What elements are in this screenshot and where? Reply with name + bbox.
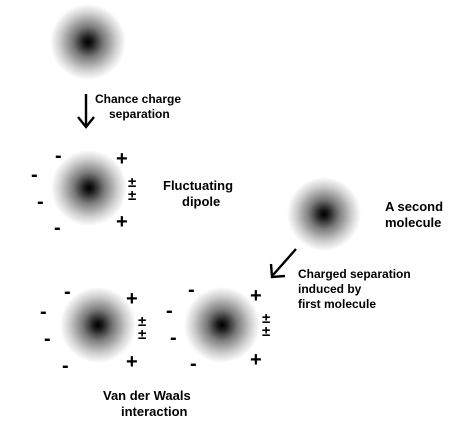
plus-minus-charge: ± (262, 310, 270, 327)
induced-label-line1: Charged separation (298, 267, 411, 281)
vdw-label-line2: interaction (121, 404, 188, 419)
negative-charge: - (31, 164, 38, 186)
plus-minus-charge: ± (138, 326, 146, 343)
second-label-line1: A second (385, 199, 443, 214)
negative-charge: - (64, 281, 71, 303)
plus-minus-charge: ± (262, 323, 270, 340)
arrow-chance-separation (77, 94, 95, 129)
negative-charge: - (62, 355, 69, 377)
negative-charge: - (40, 301, 47, 323)
positive-charge: + (250, 285, 262, 307)
fluctuating-label-line2: dipole (182, 194, 220, 209)
plus-minus-charge: ± (128, 187, 136, 204)
chance-label-line2: separation (109, 107, 170, 121)
negative-charge: - (55, 145, 62, 167)
plus-minus-charge: ± (128, 174, 136, 191)
molecule-pair-right (184, 287, 260, 363)
induced-label-line2: induced by (298, 282, 362, 296)
induced-label-line3: first molecule (298, 297, 376, 311)
positive-charge: + (250, 349, 262, 371)
dipole-charges-1: - - - - + ± ± + (31, 145, 136, 239)
negative-charge: - (44, 328, 51, 350)
negative-charge: - (37, 191, 44, 213)
negative-charge: - (188, 279, 195, 301)
positive-charge: + (126, 288, 138, 310)
negative-charge: - (190, 353, 197, 375)
negative-charge: - (166, 300, 173, 322)
positive-charge: + (116, 148, 128, 170)
dipole-charges-3: - - - - + ± ± + (166, 279, 270, 375)
negative-charge: - (54, 217, 61, 239)
negative-charge: - (170, 327, 177, 349)
molecule-pair-left (60, 287, 136, 363)
positive-charge: + (116, 211, 128, 233)
molecule-second (287, 177, 361, 251)
molecule-initial (50, 4, 126, 80)
chance-label-line1: Chance charge (95, 92, 181, 106)
plus-minus-charge: ± (138, 313, 146, 330)
second-label-line2: molecule (385, 215, 441, 230)
arrow-induced-separation (269, 248, 297, 279)
molecule-fluctuating-dipole (51, 150, 127, 226)
fluctuating-label-line1: Fluctuating (163, 178, 233, 193)
dipole-charges-2: - - - - + ± ± + (40, 281, 146, 377)
vdw-label-line1: Van der Waals (103, 388, 191, 403)
positive-charge: + (126, 351, 138, 373)
